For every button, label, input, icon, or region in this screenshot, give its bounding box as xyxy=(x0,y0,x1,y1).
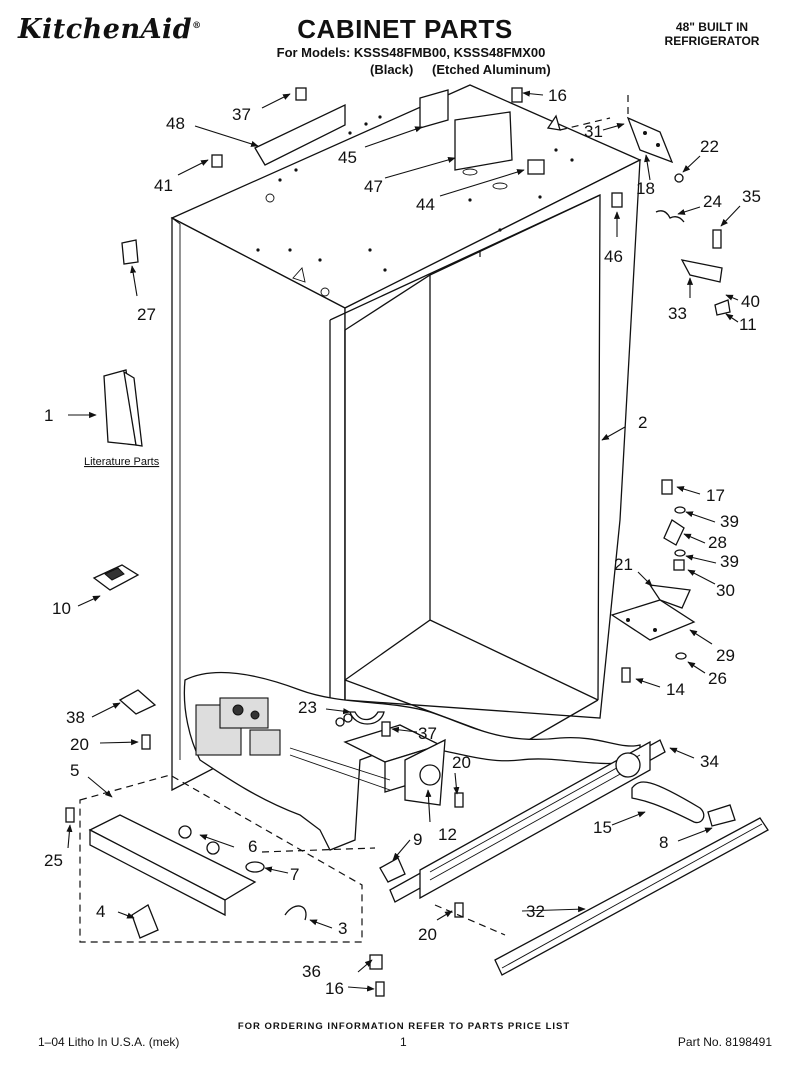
callout-39-lower: 39 xyxy=(720,552,739,571)
callout-44: 44 xyxy=(416,195,435,214)
ordering-note: FOR ORDERING INFORMATION REFER TO PARTS … xyxy=(237,1021,571,1032)
callout-31: 31 xyxy=(584,122,603,141)
callout-16-top: 16 xyxy=(548,86,567,105)
callout-18: 18 xyxy=(636,179,655,198)
compressor-assembly xyxy=(195,697,281,756)
callout-21: 21 xyxy=(614,555,633,574)
print-info: 1–04 Litho In U.S.A. (mek) xyxy=(38,1035,180,1049)
callout-20-bottom: 20 xyxy=(418,925,437,944)
callout-40: 40 xyxy=(741,292,760,311)
brand-logo: KitchenAid® xyxy=(18,14,254,54)
product-line-2: REFRIGERATOR xyxy=(664,34,760,48)
callout-22: 22 xyxy=(700,137,719,156)
color-black-label: (Black) xyxy=(370,62,414,77)
leader-lines xyxy=(66,90,741,992)
callout-16-bottom: 16 xyxy=(325,979,344,998)
callout-5: 5 xyxy=(70,761,79,780)
callout-23: 23 xyxy=(298,698,317,717)
base-grille xyxy=(389,739,666,903)
top-brackets xyxy=(121,87,731,316)
callout-9: 9 xyxy=(413,830,422,849)
callout-15: 15 xyxy=(593,818,612,837)
callout-2: 2 xyxy=(638,413,647,432)
callout-20-left: 20 xyxy=(70,735,89,754)
product-description: 48" BUILT IN REFRIGERATOR xyxy=(642,20,782,48)
callout-12: 12 xyxy=(438,825,457,844)
part-number: Part No. 8198491 xyxy=(677,1035,772,1049)
callout-45: 45 xyxy=(338,148,357,167)
callout-26: 26 xyxy=(708,669,727,688)
callout-28: 28 xyxy=(708,533,727,552)
callout-36: 36 xyxy=(302,962,321,981)
lower-hinge-assembly xyxy=(610,479,696,683)
literature-parts-label: Literature Parts xyxy=(84,456,160,468)
callout-34: 34 xyxy=(700,752,719,771)
callout-14: 14 xyxy=(666,680,685,699)
callout-37-top: 37 xyxy=(232,105,251,124)
defrost-heater xyxy=(631,781,736,827)
callout-10: 10 xyxy=(52,599,71,618)
door-bin-clip xyxy=(92,564,140,591)
callout-27: 27 xyxy=(137,305,156,324)
guide-lines xyxy=(261,95,629,936)
callout-7: 7 xyxy=(290,865,299,884)
callout-29: 29 xyxy=(716,646,735,665)
callout-33: 33 xyxy=(668,304,687,323)
callout-39-upper: 39 xyxy=(720,512,739,531)
lower-left-bracket xyxy=(65,689,464,997)
product-line-1: 48" BUILT IN xyxy=(675,20,749,34)
callout-6: 6 xyxy=(248,837,257,856)
page-title: CABINET PARTS xyxy=(297,14,513,44)
callout-8: 8 xyxy=(659,833,668,852)
callout-25: 25 xyxy=(44,851,63,870)
callout-24: 24 xyxy=(703,192,722,211)
callout-4: 4 xyxy=(96,902,105,921)
brand-registered-mark: ® xyxy=(192,21,202,31)
brand-name: KitchenAid xyxy=(18,14,193,45)
callout-38: 38 xyxy=(66,708,85,727)
callout-32: 32 xyxy=(526,902,545,921)
callout-46: 46 xyxy=(604,247,623,266)
models-line: For Models: KSSS48FMB00, KSSS48FMX00 xyxy=(276,45,546,60)
callout-35: 35 xyxy=(742,187,761,206)
callout-37-lower: 37 xyxy=(418,724,437,743)
callout-1: 1 xyxy=(44,406,53,425)
cabinet-shell xyxy=(170,84,642,792)
callout-numbers: 1 2 3 4 5 6 7 8 9 10 11 12 14 15 16 16 1… xyxy=(44,86,761,998)
callout-30: 30 xyxy=(716,581,735,600)
lower-assembly-boundary xyxy=(79,774,363,943)
literature-package xyxy=(103,369,143,447)
color-aluminum-label: (Etched Aluminum) xyxy=(432,62,551,77)
callout-3: 3 xyxy=(338,919,347,938)
callout-11: 11 xyxy=(739,315,757,334)
drain-tube-assembly xyxy=(289,711,446,806)
callout-41: 41 xyxy=(154,176,173,195)
callout-48: 48 xyxy=(166,114,185,133)
callout-47: 47 xyxy=(364,177,383,196)
page-number: 1 xyxy=(400,1035,407,1049)
callout-20-mid: 20 xyxy=(452,753,471,772)
callout-17: 17 xyxy=(706,486,725,505)
toe-kick xyxy=(494,817,769,976)
